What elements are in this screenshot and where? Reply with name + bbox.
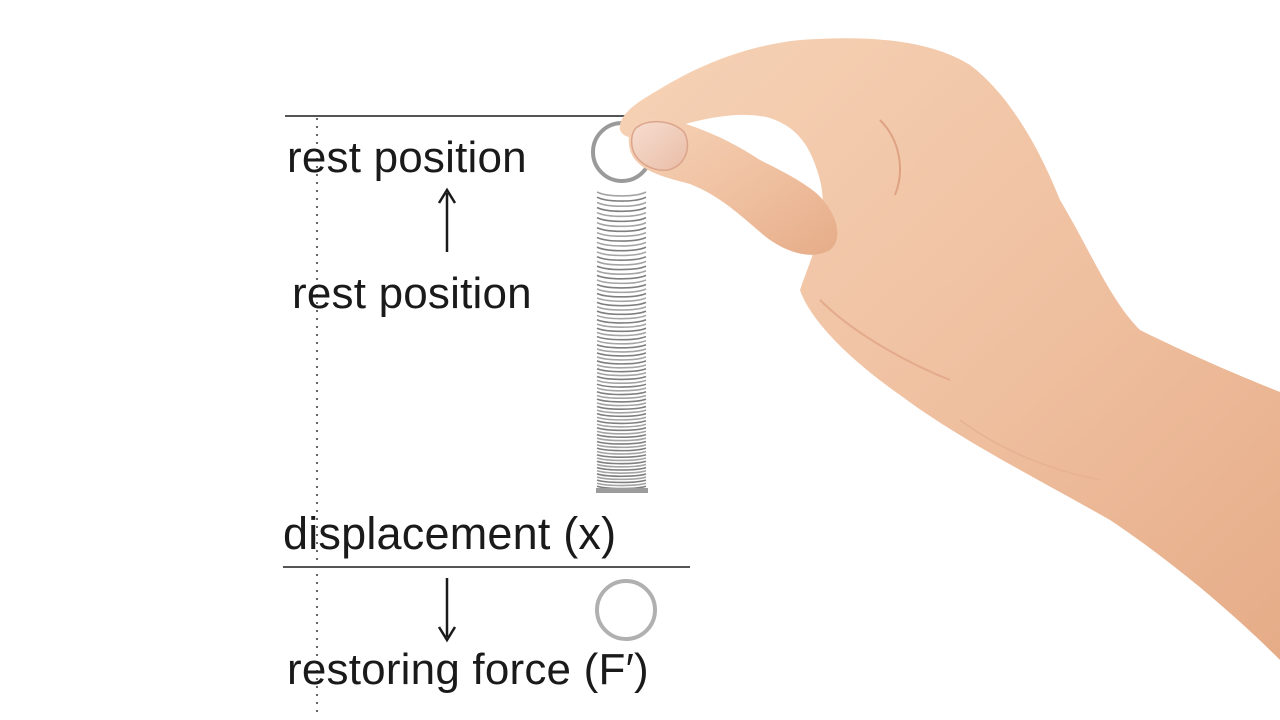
spring-coil bbox=[596, 426, 647, 432]
spring-coil bbox=[596, 473, 647, 478]
spring-coil bbox=[596, 375, 647, 381]
spring-coil bbox=[596, 251, 647, 257]
spring-coil bbox=[596, 279, 647, 285]
spring-coil bbox=[596, 460, 647, 465]
spring-coil bbox=[596, 274, 647, 280]
rest-position-label-top: rest position bbox=[287, 133, 527, 182]
spring-coil bbox=[596, 466, 647, 471]
restoring-force-label: restoring force (F′) bbox=[287, 645, 649, 694]
spring-coil bbox=[596, 437, 647, 442]
spring-coil bbox=[596, 352, 647, 357]
spring-coil bbox=[596, 292, 647, 298]
spring-coil bbox=[596, 420, 647, 425]
spring-coil bbox=[596, 371, 647, 377]
spring-coil bbox=[596, 327, 647, 333]
spring-coil bbox=[596, 301, 647, 307]
spring-coil bbox=[596, 211, 647, 218]
spring-coil bbox=[596, 323, 647, 328]
spring-coil bbox=[596, 314, 647, 320]
spring-coil bbox=[596, 297, 647, 303]
spring-coil bbox=[596, 390, 647, 396]
spring-base bbox=[596, 488, 648, 493]
spring-coil bbox=[596, 231, 647, 238]
spring-coil bbox=[596, 344, 647, 349]
spring-coil bbox=[596, 479, 647, 484]
spring-coil bbox=[596, 440, 647, 445]
displacement-label: displacement (x) bbox=[283, 508, 617, 559]
spring-coil bbox=[596, 270, 647, 276]
spring-coil bbox=[596, 423, 647, 428]
spring-bottom-ring bbox=[595, 579, 657, 641]
spring-coil bbox=[596, 412, 647, 418]
spring-coil bbox=[596, 201, 647, 208]
spring-coil bbox=[596, 360, 647, 365]
spring-coil bbox=[596, 416, 647, 421]
spring-coil bbox=[596, 348, 647, 353]
rest-position-label-middle: rest position bbox=[292, 269, 532, 318]
spring-coil bbox=[596, 318, 647, 324]
spring-coil bbox=[596, 335, 647, 341]
spring-coil bbox=[596, 191, 647, 197]
spring-coil bbox=[596, 470, 647, 474]
hand-image bbox=[619, 38, 1280, 661]
spring-coil bbox=[596, 476, 647, 481]
down-arrow-icon bbox=[437, 578, 457, 643]
spring-coil bbox=[596, 236, 647, 242]
spring-coil bbox=[596, 283, 647, 289]
spring-coil bbox=[596, 394, 647, 400]
spring-coil bbox=[596, 246, 647, 252]
spring-coil bbox=[596, 306, 647, 311]
spring-coil bbox=[596, 453, 647, 458]
spring-coil bbox=[596, 288, 647, 294]
spring-coil bbox=[596, 265, 647, 271]
spring-coil bbox=[596, 260, 647, 266]
spring-coil bbox=[596, 216, 647, 223]
spring-coil bbox=[596, 310, 647, 316]
spring-coil bbox=[596, 221, 647, 228]
spring-coil bbox=[596, 331, 647, 337]
spring-coil bbox=[596, 226, 647, 233]
spring-coil bbox=[596, 383, 647, 388]
spring-coil bbox=[596, 405, 647, 410]
spring-coil bbox=[596, 379, 647, 385]
spring-coil bbox=[596, 241, 647, 247]
spring-coil bbox=[596, 402, 647, 407]
spring-coil bbox=[596, 457, 647, 462]
spring-coil bbox=[596, 447, 647, 452]
spring-coil bbox=[596, 450, 647, 455]
spring-coil bbox=[596, 255, 647, 262]
spring-coil bbox=[596, 368, 647, 373]
spring-coil bbox=[596, 463, 647, 468]
spring-coil bbox=[596, 433, 647, 439]
spring-coil bbox=[596, 196, 647, 202]
spring-coil bbox=[596, 387, 647, 392]
spring-coil bbox=[596, 364, 647, 369]
spring-coil bbox=[596, 409, 647, 414]
spring-coil bbox=[596, 482, 647, 487]
spring-coil bbox=[596, 398, 647, 403]
spring-coil bbox=[596, 206, 647, 213]
spring-coil bbox=[596, 444, 647, 449]
spring-coil bbox=[596, 430, 647, 435]
spring-coil bbox=[596, 356, 647, 361]
spring-coil bbox=[596, 339, 647, 345]
spring-coils bbox=[596, 191, 648, 493]
up-arrow-icon bbox=[437, 187, 457, 252]
